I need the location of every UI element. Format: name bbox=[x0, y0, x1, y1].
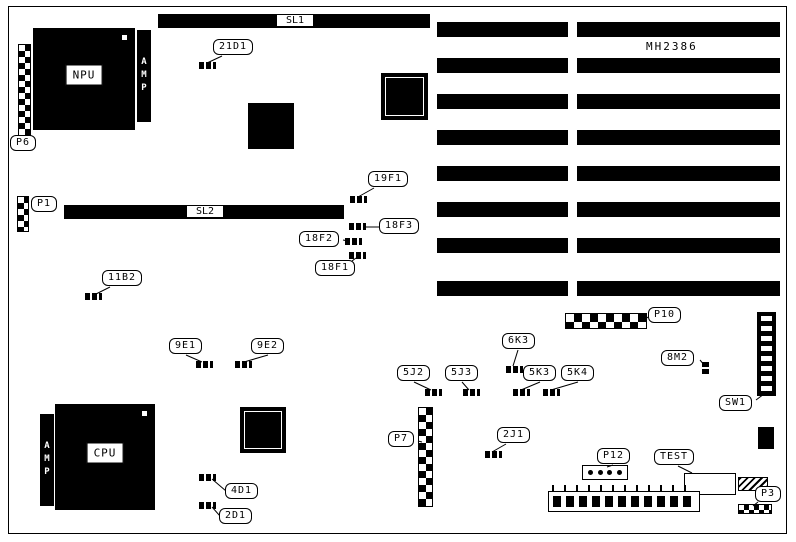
bus-slot-segment bbox=[577, 130, 780, 145]
jumper-5j3 bbox=[463, 389, 480, 396]
jumper-19f1 bbox=[350, 196, 367, 203]
connector-p7 bbox=[418, 407, 433, 507]
bus-slot-segment bbox=[577, 166, 780, 181]
callout-11b2: 11B2 bbox=[102, 270, 143, 286]
jumper-5k3 bbox=[513, 389, 530, 396]
bus-slot-segment bbox=[437, 238, 568, 253]
slot-sl2-label: SL2 bbox=[186, 205, 224, 218]
dip-switch-sw1 bbox=[757, 312, 776, 396]
bus-slot-segment bbox=[437, 166, 568, 181]
test-connector bbox=[684, 473, 736, 495]
callout-5k4: 5K4 bbox=[561, 365, 595, 381]
callout-8m2: 8M2 bbox=[661, 350, 695, 366]
callout-4d1: 4D1 bbox=[225, 483, 259, 499]
pin-dot bbox=[597, 470, 603, 475]
bus-slot-segment bbox=[577, 94, 780, 109]
jumper-2d1 bbox=[199, 502, 216, 509]
callout-sw1: SW1 bbox=[719, 395, 753, 411]
callout-p3: P3 bbox=[755, 486, 782, 502]
chip-marking-mh2386: MH2386 bbox=[646, 40, 698, 53]
jumper-18f3 bbox=[349, 223, 366, 230]
connector-pins bbox=[552, 485, 696, 491]
callout-5k3: 5K3 bbox=[523, 365, 557, 381]
pin-dot bbox=[617, 470, 623, 475]
connector-contacts bbox=[553, 496, 695, 507]
bus-slot-segment bbox=[577, 238, 780, 253]
callout-18f1: 18F1 bbox=[315, 260, 356, 276]
jumper-5k4 bbox=[543, 389, 560, 396]
jumper-18f1 bbox=[349, 252, 366, 259]
pin-dot bbox=[607, 470, 613, 475]
callout-p12: P12 bbox=[597, 448, 631, 464]
callout-5j2: 5J2 bbox=[397, 365, 431, 381]
connector-p1 bbox=[17, 196, 29, 232]
bus-slot-segment bbox=[437, 281, 568, 296]
jumper-21d1 bbox=[199, 62, 216, 69]
callout-21d1: 21D1 bbox=[213, 39, 254, 55]
ic-chip bbox=[381, 73, 428, 120]
bus-slot-segment bbox=[437, 22, 568, 37]
slot-sl1-label: SL1 bbox=[276, 14, 314, 27]
bus-slot-segment bbox=[437, 130, 568, 145]
callout-p10: P10 bbox=[648, 307, 682, 323]
small-component bbox=[758, 427, 774, 449]
connector-p3 bbox=[738, 504, 772, 514]
amp-top-label: AMP bbox=[139, 56, 149, 96]
npu-socket: NPU bbox=[33, 28, 135, 130]
callout-6k3: 6K3 bbox=[502, 333, 536, 349]
jumper-11b2 bbox=[85, 293, 102, 300]
pin1-marker bbox=[122, 35, 127, 40]
bus-slot-segment bbox=[437, 58, 568, 73]
bus-slot-segment bbox=[577, 202, 780, 217]
bus-slot-segment bbox=[437, 202, 568, 217]
connector-p10 bbox=[565, 313, 647, 329]
bus-slot-segment bbox=[437, 94, 568, 109]
connector-p6 bbox=[18, 44, 31, 136]
jumper-9e1 bbox=[196, 361, 213, 368]
callout-2d1: 2D1 bbox=[219, 508, 253, 524]
jumper-9e2 bbox=[235, 361, 252, 368]
ic-chip bbox=[248, 103, 294, 149]
cpu-socket: CPU bbox=[55, 404, 155, 510]
bus-slot-segment bbox=[577, 58, 780, 73]
dip-switch-rockers bbox=[761, 316, 772, 392]
callout-18f2: 18F2 bbox=[299, 231, 340, 247]
callout-9e2: 9E2 bbox=[251, 338, 285, 354]
bus-slot-segment bbox=[577, 22, 780, 37]
jumper-18f2 bbox=[345, 238, 362, 245]
connector-p12 bbox=[582, 465, 628, 480]
callout-p1: P1 bbox=[31, 196, 58, 212]
callout-19f1: 19F1 bbox=[368, 171, 409, 187]
cpu-label: CPU bbox=[86, 442, 124, 464]
jumper-6k3 bbox=[506, 366, 523, 373]
pin1-marker bbox=[142, 411, 147, 416]
callout-2j1: 2J1 bbox=[497, 427, 531, 443]
callout-test: TEST bbox=[654, 449, 695, 465]
callout-5j3: 5J3 bbox=[445, 365, 479, 381]
connector-bottom-edge bbox=[548, 491, 700, 512]
amp-bottom-label: AMP bbox=[42, 440, 52, 480]
callout-18f3: 18F3 bbox=[379, 218, 420, 234]
pin-dot bbox=[587, 470, 593, 475]
jumper-5j2 bbox=[425, 389, 442, 396]
callout-9e1: 9E1 bbox=[169, 338, 203, 354]
jumper-8m2 bbox=[702, 362, 709, 375]
callout-p6: P6 bbox=[10, 135, 37, 151]
bus-slot-segment bbox=[577, 281, 780, 296]
jumper-4d1 bbox=[199, 474, 216, 481]
jumper-2j1 bbox=[485, 451, 502, 458]
amp-connector-top: AMP bbox=[137, 30, 151, 122]
amp-connector-bottom: AMP bbox=[40, 414, 54, 506]
ic-chip bbox=[240, 407, 286, 453]
callout-p7: P7 bbox=[388, 431, 415, 447]
npu-label: NPU bbox=[65, 64, 103, 86]
